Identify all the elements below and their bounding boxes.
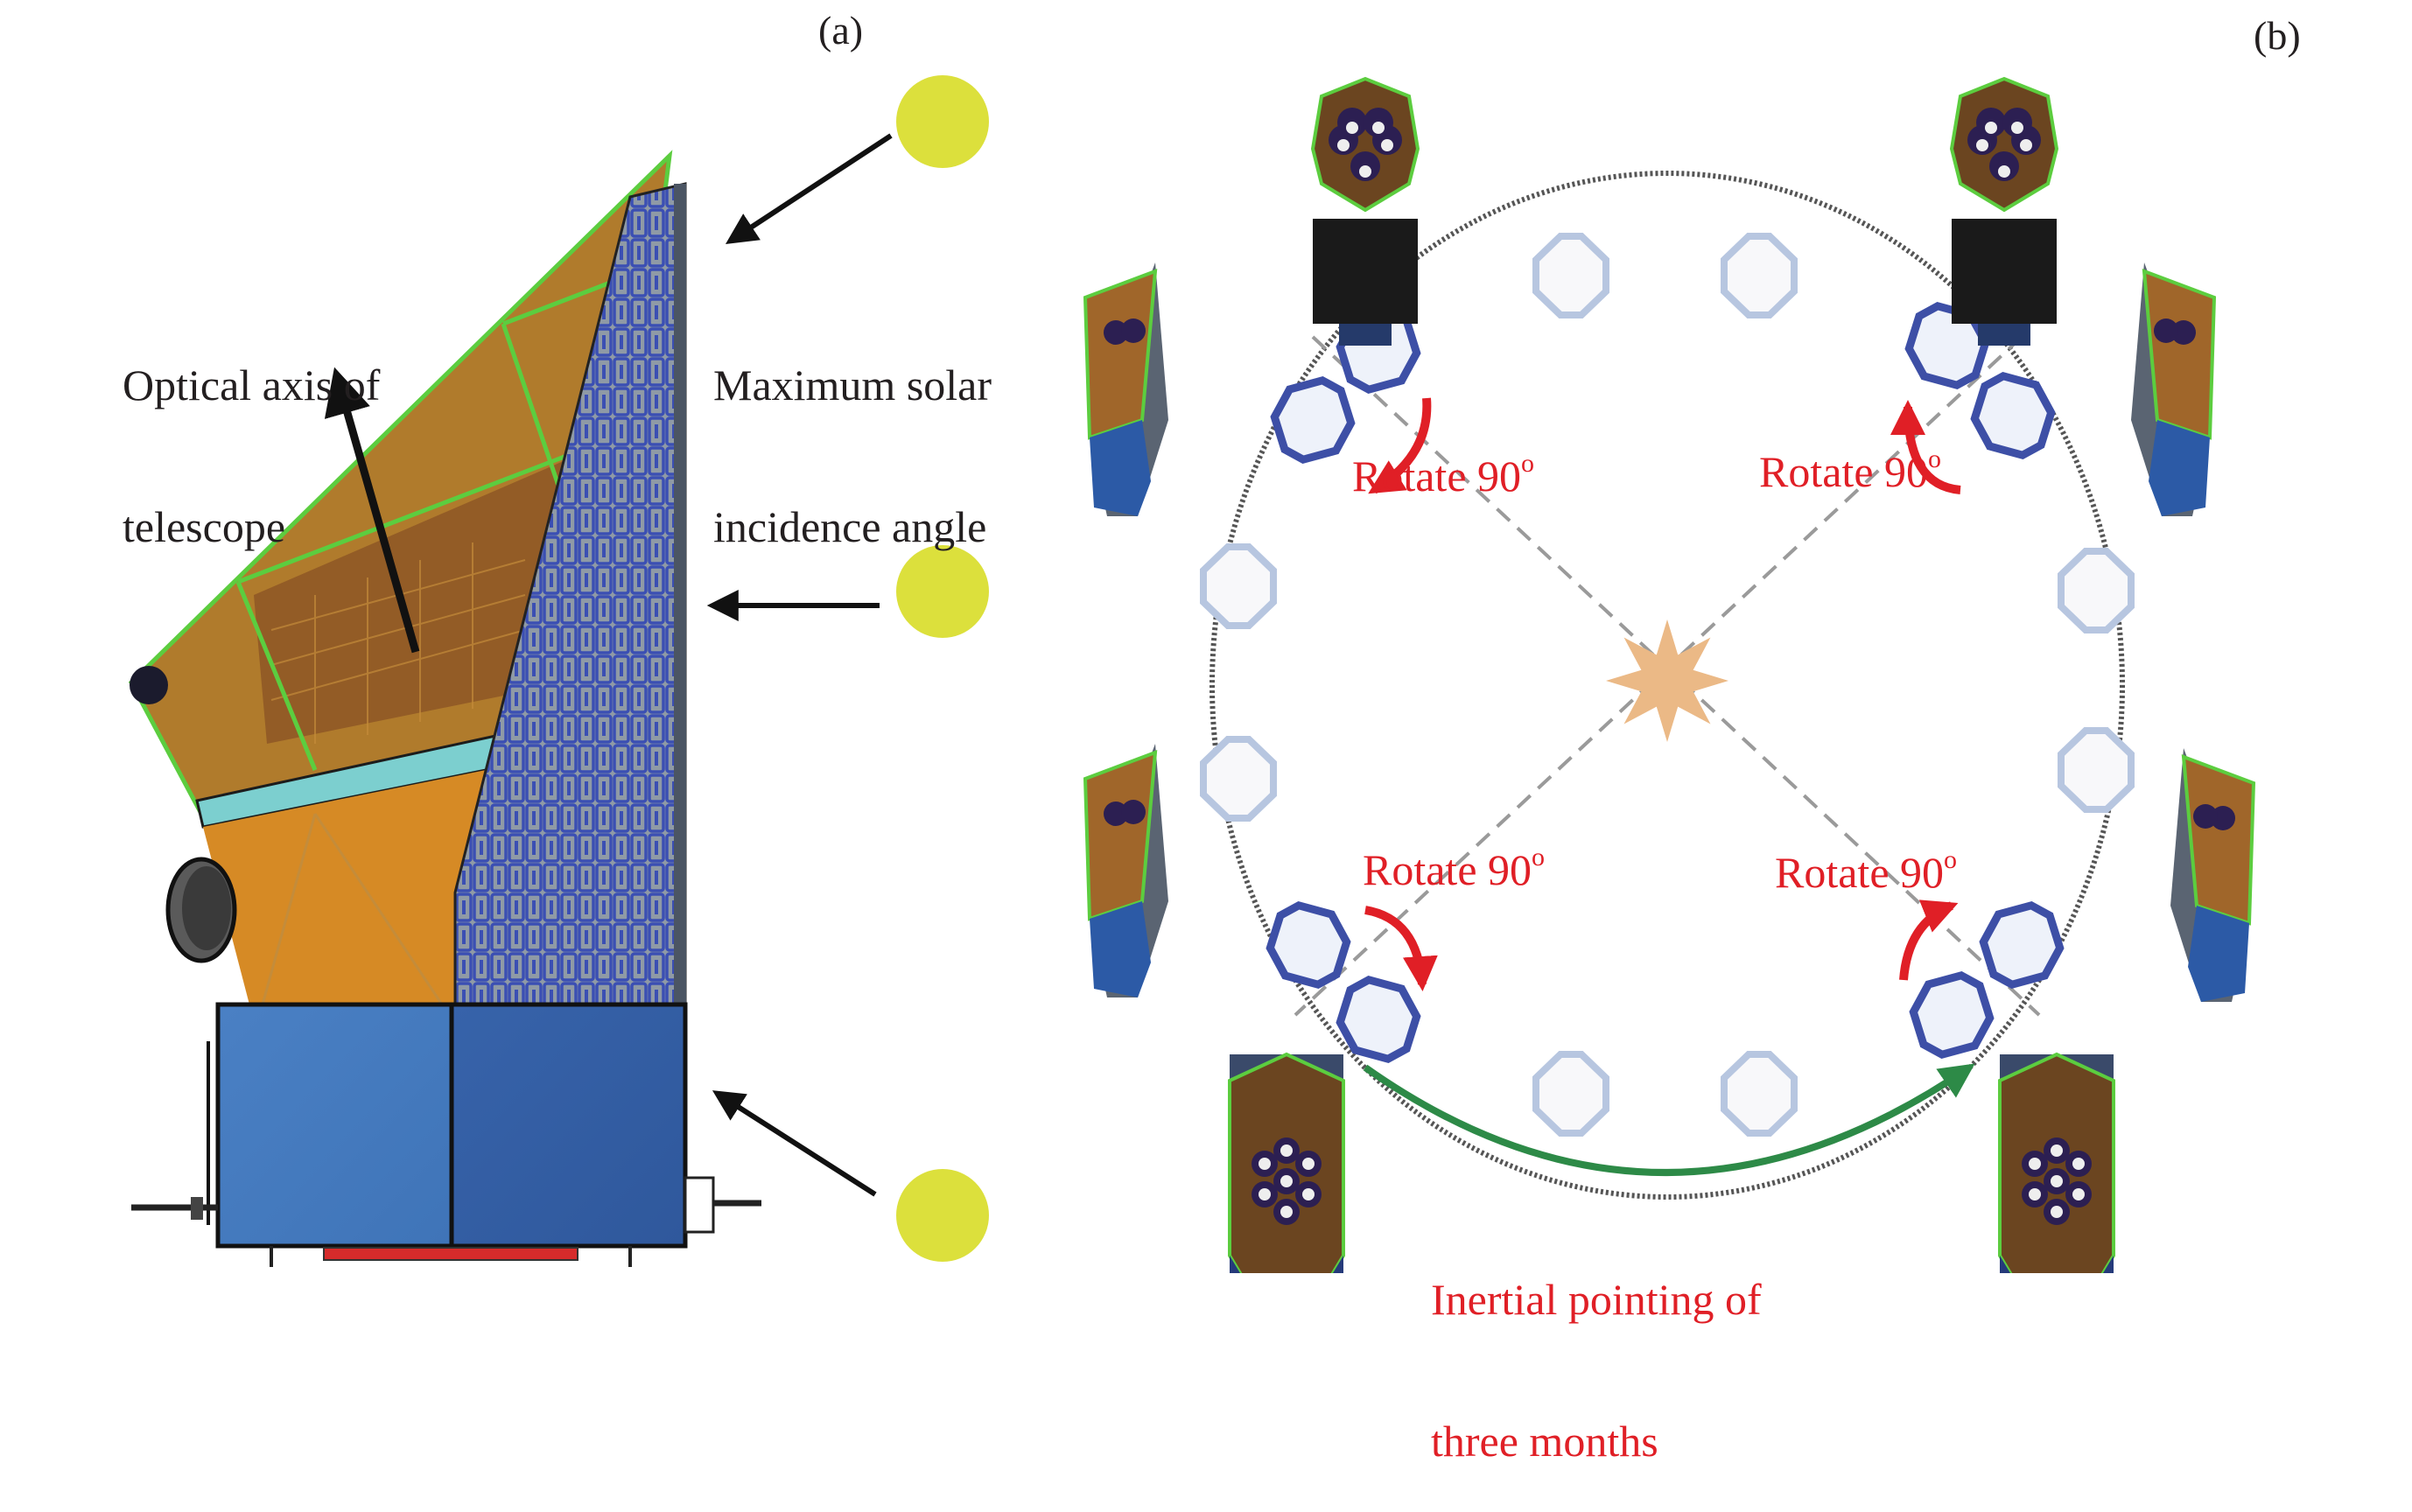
sun-icon-top [896, 75, 989, 168]
spacecraft-marker-passive [1532, 1051, 1609, 1137]
optical-axis-label-line2: telescope [123, 502, 286, 551]
rotate-arrow-bottom-right [1899, 900, 1959, 981]
spacecraft-marker-passive [1721, 1051, 1798, 1137]
diagonal-tr-bl [1294, 335, 2023, 1017]
inertial-pointing-label: Inertial pointing of three months [1431, 1181, 1762, 1512]
rotate-label-text: Rotate 90 [1775, 848, 1945, 897]
spacecraft-marker-active [1266, 900, 1351, 990]
rotate-label-top-left: Rotate 90o [1352, 449, 1535, 500]
spacecraft-marker-active [1904, 301, 1990, 390]
sun-ray-bottom [712, 1090, 877, 1197]
rotate-arrow-top-left [1368, 397, 1432, 494]
spacecraft-thumbnail [1949, 76, 2059, 346]
spacecraft-thumbnail [2170, 748, 2256, 1002]
bottom-radiator [323, 1247, 578, 1261]
panel-a-spacecraft-side-view [128, 75, 989, 1267]
inertial-pointing-label-line2: three months [1431, 1417, 1658, 1466]
panel-b-orbit-diagram [1083, 76, 2256, 1273]
panel-b-tag: (b) [2254, 13, 2301, 58]
service-module-right [449, 1002, 688, 1249]
spacecraft-marker-passive [1200, 543, 1277, 629]
spacecraft-marker-active [1970, 371, 2056, 460]
sensor-knob [130, 666, 168, 704]
panel-a-tag: (a) [818, 8, 864, 52]
spacecraft-thumbnail [1310, 76, 1420, 346]
optical-axis-label-line1: Optical axis of [123, 360, 381, 410]
inertial-pointing-label-line1: Inertial pointing of [1431, 1275, 1762, 1324]
degree-mark: o [1944, 845, 1958, 874]
thruster-left [131, 1197, 218, 1220]
rotate-label-text: Rotate 90 [1759, 447, 1929, 496]
sun-ray-top [725, 133, 893, 244]
spacecraft-thumbnail [1083, 744, 1168, 998]
figure-canvas [128, 75, 2256, 1273]
spacecraft-thumbnail [1998, 1052, 2115, 1273]
telescope-interior [254, 455, 578, 744]
solar-angle-label: Maximum solar incidence angle [713, 267, 992, 598]
degree-mark: o [1521, 449, 1535, 478]
orbit-path [1210, 171, 2125, 1200]
diagonal-tl-br [1311, 335, 2041, 1017]
optical-axis-arrow [324, 367, 420, 654]
star-tracker-icon [165, 857, 237, 963]
solar-angle-label-line1: Maximum solar [713, 360, 992, 410]
rotate-label-text: Rotate 90 [1352, 452, 1522, 500]
rotate-label-text: Rotate 90 [1363, 845, 1532, 894]
optical-axis-label: Optical axis of telescope [123, 267, 380, 598]
spacecraft-marker-active [1909, 970, 1995, 1060]
rotate-label-bottom-left: Rotate 90o [1363, 843, 1546, 894]
rotate-arrow-bottom-left [1364, 906, 1438, 991]
thruster-right [684, 1176, 761, 1234]
degree-mark: o [1532, 843, 1546, 872]
spacecraft-marker-passive [1532, 233, 1609, 318]
spacecraft-marker-active [1336, 975, 1421, 1064]
spacecraft-marker-active [1270, 375, 1356, 465]
spacecraft-thumbnail [1228, 1052, 1345, 1273]
spacecraft-thumbnail [2131, 262, 2217, 516]
rotate-label-bottom-right: Rotate 90o [1775, 847, 1957, 897]
sun-icon-bottom [896, 1169, 989, 1262]
spacecraft-marker-active [1979, 900, 2065, 990]
sun-icon-middle [896, 545, 989, 638]
spacecraft-marker-passive [2058, 727, 2135, 813]
rotate-label-top-right: Rotate 90o [1759, 446, 1941, 496]
solar-angle-label-line2: incidence angle [713, 502, 987, 551]
solar-array-edge [674, 184, 686, 1004]
sun-star-icon [1606, 620, 1728, 742]
inertial-pointing-arrow [1363, 1063, 1975, 1176]
degree-mark: o [1928, 444, 1942, 473]
spacecraft-thumbnail [1083, 262, 1168, 516]
spacecraft-marker-passive [1721, 233, 1798, 318]
service-module-left [215, 1002, 454, 1249]
spacecraft-marker-passive [1200, 736, 1277, 822]
rotate-arrow-top-right [1890, 400, 1961, 494]
spacecraft-marker-passive [2058, 548, 2135, 634]
